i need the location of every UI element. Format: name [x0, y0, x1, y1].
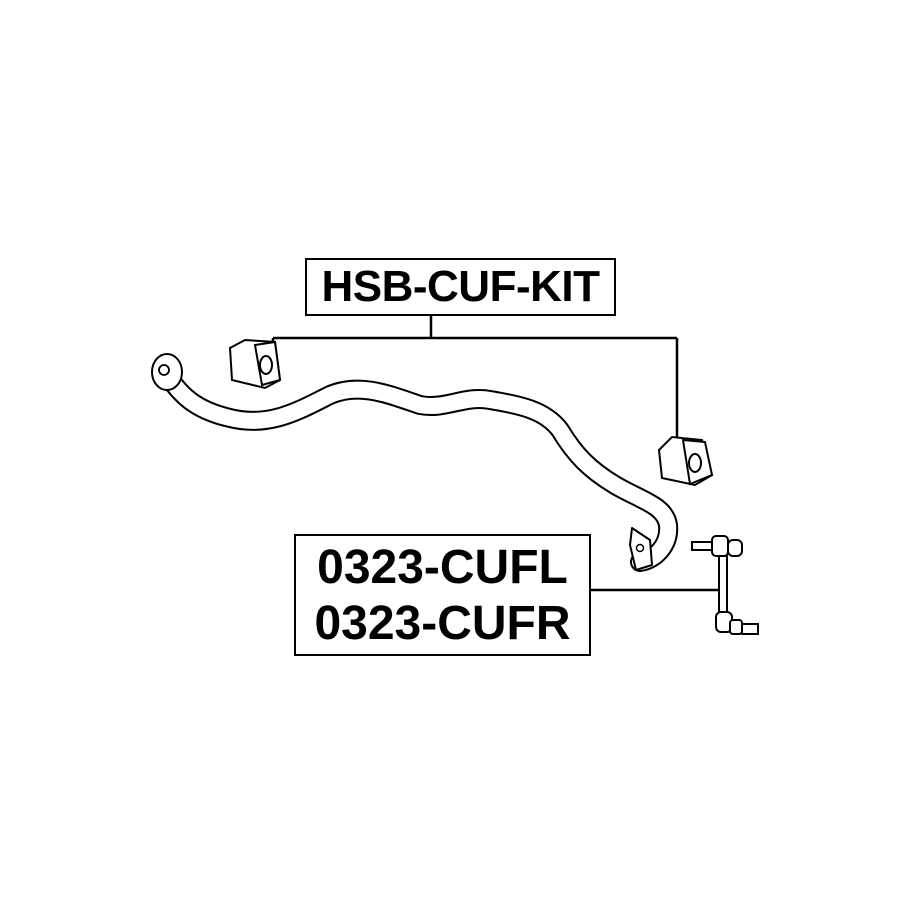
link-part-number-right: 0323-CUFR — [314, 597, 571, 650]
stabilizer-link-icon — [691, 535, 759, 635]
kit-part-number-label: HSB-CUF-KIT — [305, 258, 616, 316]
kit-part-number: HSB-CUF-KIT — [321, 262, 600, 311]
bushing-left-icon — [228, 338, 282, 390]
link-part-number-left: 0323-CUFL — [317, 541, 568, 594]
link-part-number-label: 0323-CUFL 0323-CUFR — [294, 534, 591, 656]
stabilizer-bar-icon — [151, 353, 679, 572]
kit-leader-lines — [271, 316, 679, 440]
bushing-right-icon — [657, 435, 714, 487]
